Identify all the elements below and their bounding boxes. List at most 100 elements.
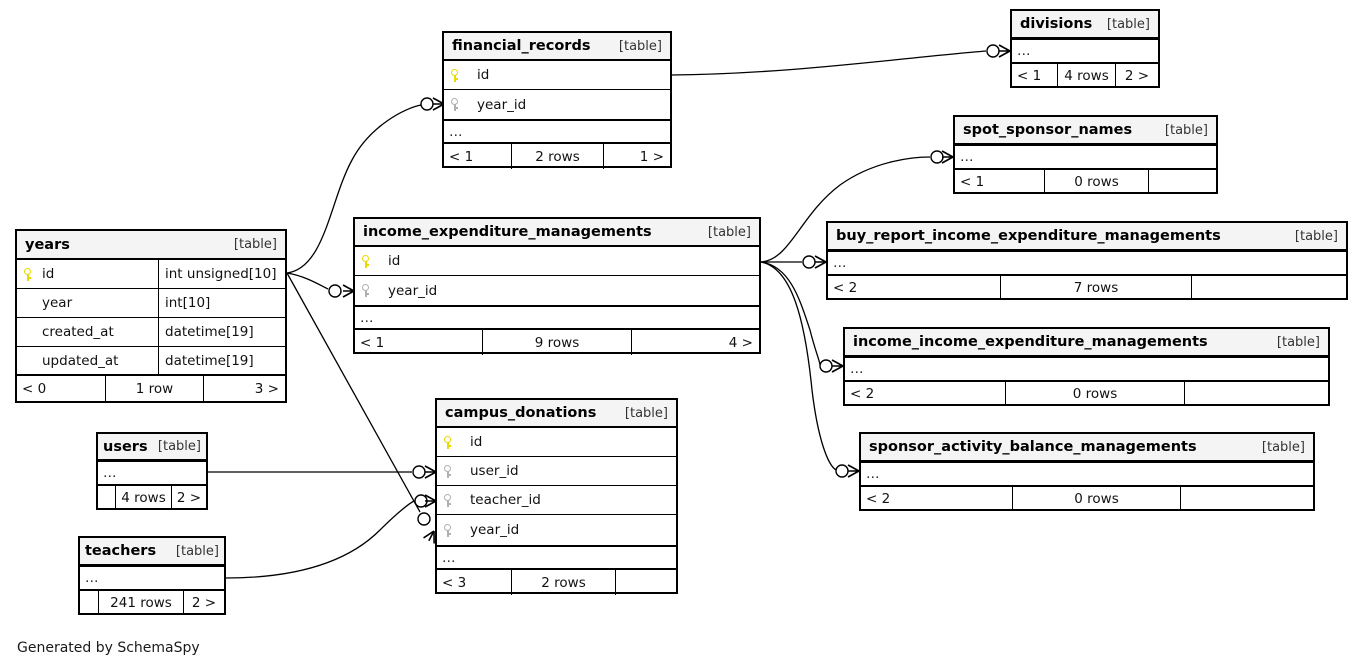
column-row[interactable]: id (437, 428, 676, 457)
table-footer: < 1 2 rows 1 > (444, 144, 670, 169)
footer-parents: < 0 (22, 381, 47, 397)
key-icon (23, 267, 33, 282)
column-row[interactable]: user_id (437, 457, 676, 486)
column-row[interactable]: year int[10] (17, 289, 285, 318)
key-icon (450, 68, 460, 83)
more-columns-indicator: … (955, 145, 1216, 170)
footer-children: 2 > (1124, 68, 1150, 84)
footer-parents: < 3 (442, 574, 467, 591)
generated-by-caption: Generated by SchemaSpy (17, 640, 200, 656)
table-name: income_income_expenditure_managements (853, 334, 1208, 350)
table-sponsor-activity-balance-managements[interactable]: sponsor_activity_balance_managements [ta… (859, 432, 1315, 511)
table-name: years (25, 236, 70, 253)
footer-rowcount: 4 rows (115, 486, 172, 510)
key-icon (443, 523, 453, 538)
column-row[interactable]: updated_at datetime[19] (17, 347, 285, 376)
footer-children (1149, 170, 1216, 194)
table-tag: [table] (624, 405, 668, 421)
column-name: year_id (388, 282, 438, 299)
footer-children: 2 > (191, 595, 217, 611)
more-columns-indicator: … (1012, 39, 1158, 64)
column-name: id (388, 253, 401, 269)
column-row[interactable]: created_at datetime[19] (17, 318, 285, 347)
table-name: campus_donations (445, 405, 597, 421)
column-name: teacher_id (470, 492, 541, 508)
footer-parents: < 1 (1017, 68, 1042, 84)
table-years[interactable]: years [table] id int unsigned[10] year i… (15, 229, 287, 403)
column-row[interactable]: id int unsigned[10] (17, 260, 285, 289)
key-icon (450, 97, 460, 112)
table-name: spot_sponsor_names (963, 122, 1133, 138)
table-footer: 241 rows 2 > (80, 591, 224, 615)
more-columns-indicator: … (845, 357, 1328, 382)
footer-children (1185, 382, 1328, 406)
key-icon (361, 283, 371, 298)
table-footer: < 2 0 rows (861, 487, 1313, 511)
column-type: int[10] (158, 289, 285, 317)
column-row[interactable]: id (355, 247, 759, 276)
column-row[interactable]: year_id (355, 276, 759, 305)
table-buy-report-title: buy_report_income_expenditure_management… (828, 223, 1346, 251)
column-type: datetime[19] (158, 347, 285, 374)
table-footer: < 0 1 row 3 > (17, 376, 285, 402)
table-name: users (103, 438, 148, 455)
key-icon (443, 435, 453, 450)
footer-children: 4 > (728, 334, 753, 351)
column-name: year_id (470, 522, 520, 538)
more-columns-indicator: … (98, 461, 206, 486)
table-income-expenditure-managements[interactable]: income_expenditure_managements [table] i… (353, 217, 761, 355)
footer-rowcount: 2 rows (511, 570, 616, 595)
more-columns-indicator: … (80, 566, 224, 591)
footer-rowcount: 2 rows (511, 144, 604, 169)
footer-rowcount: 4 rows (1057, 64, 1116, 88)
footer-rowcount: 1 row (105, 376, 204, 402)
table-tag: [table] (618, 38, 662, 54)
table-teachers-title: teachers [table] (80, 538, 224, 566)
table-name: teachers (85, 543, 157, 559)
table-name: financial_records (452, 38, 591, 54)
footer-rowcount: 241 rows (98, 591, 184, 615)
more-columns-indicator: … (355, 305, 759, 330)
column-row[interactable]: id (444, 61, 670, 90)
column-type: datetime[19] (158, 318, 285, 346)
table-financial-records-title: financial_records [table] (444, 33, 670, 61)
column-name: id (477, 67, 490, 83)
table-tag: [table] (157, 439, 201, 454)
table-tag: [table] (1276, 334, 1320, 350)
table-years-title: years [table] (17, 231, 285, 260)
table-teachers[interactable]: teachers [table] … 241 rows 2 > (78, 536, 226, 615)
footer-parents: < 2 (866, 491, 891, 507)
table-buy-report-income-expenditure-managements[interactable]: buy_report_income_expenditure_management… (826, 221, 1348, 300)
column-name: created_at (42, 324, 114, 340)
table-spot-sponsor-names[interactable]: spot_sponsor_names [table] … < 1 0 rows (953, 115, 1218, 194)
more-columns-indicator: … (861, 462, 1313, 487)
column-row[interactable]: teacher_id (437, 486, 676, 515)
table-name: divisions (1020, 16, 1093, 32)
table-income-income-title: income_income_expenditure_managements [t… (845, 329, 1328, 357)
table-income-income-expenditure-managements[interactable]: income_income_expenditure_managements [t… (843, 327, 1330, 406)
table-financial-records[interactable]: financial_records [table] id year_id … <… (442, 31, 672, 169)
footer-parents: < 2 (850, 386, 875, 402)
table-tag: [table] (233, 237, 277, 252)
table-campus-donations[interactable]: campus_donations [table] id user_id teac… (435, 398, 678, 595)
footer-children (616, 570, 676, 595)
table-name: income_expenditure_managements (363, 224, 652, 240)
column-name: year (42, 295, 73, 311)
footer-rowcount: 7 rows (1000, 276, 1192, 300)
table-tag: [table] (1164, 122, 1208, 138)
column-row[interactable]: year_id (444, 90, 670, 119)
more-columns-indicator: … (444, 119, 670, 144)
footer-rowcount: 9 rows (482, 330, 632, 355)
footer-children (1181, 487, 1313, 511)
table-tag: [table] (1106, 16, 1150, 32)
column-row[interactable]: year_id (437, 515, 676, 545)
table-users[interactable]: users [table] … 4 rows 2 > (96, 432, 208, 510)
table-divisions[interactable]: divisions [table] … < 1 4 rows 2 > (1010, 9, 1160, 88)
table-footer: < 2 0 rows (845, 382, 1328, 406)
more-columns-indicator: … (437, 545, 676, 570)
table-sponsor-activity-title: sponsor_activity_balance_managements [ta… (861, 434, 1313, 462)
table-footer: < 1 4 rows 2 > (1012, 64, 1158, 88)
table-users-title: users [table] (98, 434, 206, 461)
table-tag: [table] (175, 543, 219, 559)
